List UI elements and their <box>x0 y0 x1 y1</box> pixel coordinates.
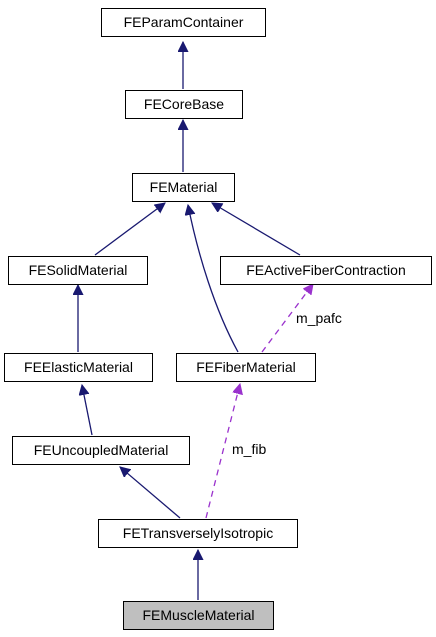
node-fe-material[interactable]: FEMaterial <box>132 173 235 202</box>
node-fe-uncoupled-material[interactable]: FEUncoupledMaterial <box>12 436 190 465</box>
edge-label-fib: m_fib <box>232 441 266 457</box>
node-fe-core-base[interactable]: FECoreBase <box>125 90 243 119</box>
node-label: FEElasticMaterial <box>24 359 133 375</box>
node-label: FEMaterial <box>150 179 218 195</box>
node-label: FEActiveFiberContraction <box>246 262 406 278</box>
node-label: FETransverselyIsotropic <box>123 525 273 541</box>
edge-label-pafc: m_pafc <box>296 310 342 326</box>
node-fe-param-container[interactable]: FEParamContainer <box>101 8 266 37</box>
edge-transiso-fib <box>205 384 240 519</box>
node-fe-elastic-material[interactable]: FEElasticMaterial <box>4 353 153 382</box>
node-label: FEUncoupledMaterial <box>34 442 169 458</box>
node-fe-transversely-isotropic[interactable]: FETransverselyIsotropic <box>98 519 298 548</box>
edge-fibermaterial-to-material <box>188 205 239 353</box>
node-label: FEFiberMaterial <box>196 359 296 375</box>
node-fe-fiber-material[interactable]: FEFiberMaterial <box>176 353 316 382</box>
node-label: FEMuscleMaterial <box>142 607 254 623</box>
edge-fibermaterial-pafc <box>261 284 313 353</box>
node-fe-active-fiber-contraction[interactable]: FEActiveFiberContraction <box>220 256 432 285</box>
node-label: FEParamContainer <box>124 14 244 30</box>
edge-uncoupled-to-elastic <box>82 385 93 436</box>
node-fe-muscle-material[interactable]: FEMuscleMaterial <box>123 601 274 630</box>
node-fe-solid-material[interactable]: FESolidMaterial <box>8 256 148 285</box>
node-label: FESolidMaterial <box>29 262 128 278</box>
edge-transiso-to-uncoupled <box>120 467 181 519</box>
edge-solidmaterial-to-material <box>94 203 165 256</box>
edge-activefiber-to-material <box>212 203 301 256</box>
node-label: FECoreBase <box>144 96 224 112</box>
